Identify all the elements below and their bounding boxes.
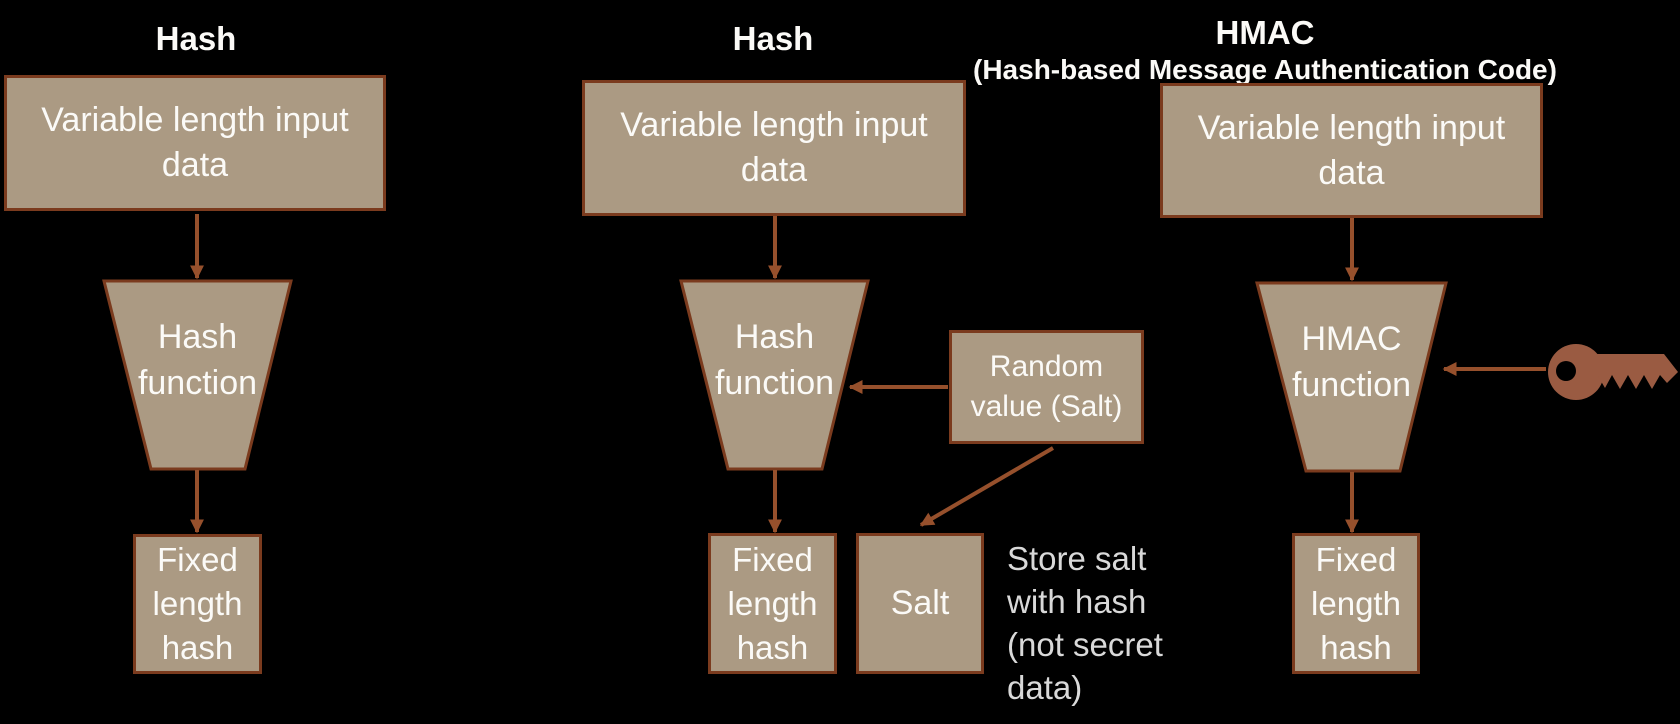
- hash-function-trapezoid-2: [679, 279, 870, 471]
- diagram2-output-box: Fixed length hash: [708, 533, 837, 674]
- arrow-random-to-salt: [919, 446, 1055, 527]
- hash-function-trapezoid-1: [102, 279, 293, 471]
- diagram1-output-box: Fixed length hash: [133, 534, 262, 674]
- diagram1-input-box: Variable length input data: [4, 75, 386, 211]
- key-icon: [1548, 344, 1678, 400]
- diagram3-input-box: Variable length input data: [1160, 83, 1543, 218]
- diagram3-title: HMAC (Hash-based Message Authentication …: [973, 14, 1557, 85]
- diagram2-salt-box: Salt: [856, 533, 984, 674]
- diagram2-function-label: Hash function: [714, 318, 835, 402]
- hmac-function-trapezoid: [1255, 281, 1448, 473]
- diagram1-title: Hash: [155, 20, 237, 57]
- diagram3-output-box: Fixed length hash: [1292, 533, 1420, 674]
- diagram2-title: Hash: [732, 20, 814, 57]
- diagram1-function-label: Hash function: [137, 318, 258, 402]
- diagram2-input-box: Variable length input data: [582, 80, 966, 216]
- diagram2-random-value-box: Random value (Salt): [949, 330, 1144, 444]
- diagram3-function-label: HMAC function: [1291, 320, 1412, 404]
- diagram2-note: Store salt with hash (not secret data): [1007, 540, 1163, 706]
